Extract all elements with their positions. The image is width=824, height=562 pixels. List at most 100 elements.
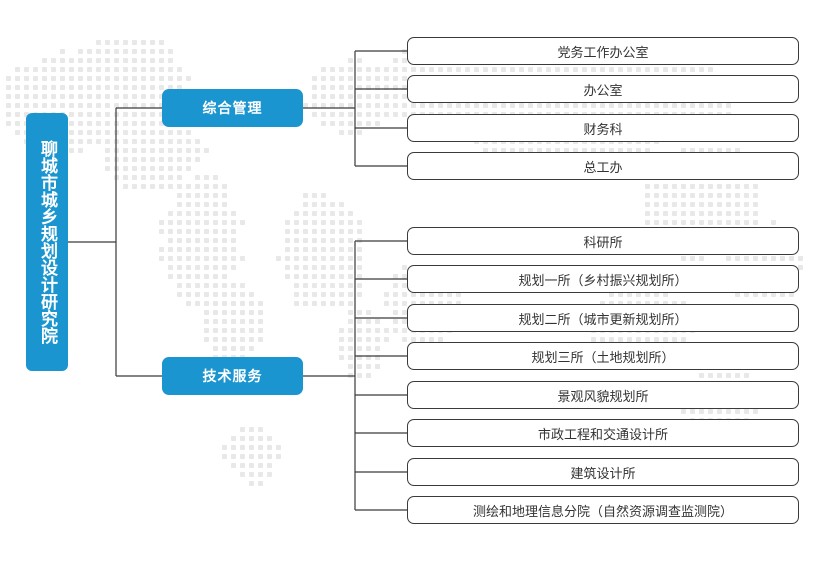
- map-dot: [132, 148, 137, 153]
- map-dot: [654, 103, 659, 108]
- map-dot: [645, 148, 650, 153]
- map-dot: [159, 58, 164, 63]
- category-node-management: 综合管理: [162, 89, 303, 127]
- map-dot: [393, 67, 398, 72]
- map-dot: [627, 337, 632, 342]
- map-dot: [6, 103, 11, 108]
- map-dot: [186, 220, 191, 225]
- map-dot: [330, 85, 335, 90]
- map-dot: [681, 202, 686, 207]
- map-dot: [348, 292, 353, 297]
- map-dot: [240, 319, 245, 324]
- map-dot: [231, 247, 236, 252]
- map-dot: [366, 328, 371, 333]
- map-dot: [195, 193, 200, 198]
- map-dot: [672, 184, 677, 189]
- map-dot: [591, 103, 596, 108]
- map-dot: [321, 238, 326, 243]
- map-dot: [105, 94, 110, 99]
- map-dot: [258, 301, 263, 306]
- map-dot: [744, 211, 749, 216]
- map-dot: [663, 193, 668, 198]
- map-dot: [231, 310, 236, 315]
- map-dot: [240, 220, 245, 225]
- map-dot: [15, 94, 20, 99]
- map-dot: [105, 139, 110, 144]
- map-dot: [222, 211, 227, 216]
- map-dot: [393, 94, 398, 99]
- map-dot: [348, 319, 353, 324]
- map-dot: [258, 319, 263, 324]
- map-dot: [789, 292, 794, 297]
- map-dot: [78, 121, 83, 126]
- map-dot: [600, 148, 605, 153]
- root-label: 聊城市城乡规划设计研究院: [37, 140, 57, 344]
- map-dot: [159, 67, 164, 72]
- map-dot: [231, 256, 236, 261]
- leaf-label: 党务工作办公室: [557, 45, 649, 61]
- map-dot: [105, 67, 110, 72]
- map-dot: [186, 148, 191, 153]
- map-dot: [330, 274, 335, 279]
- map-dot: [87, 67, 92, 72]
- map-dot: [168, 175, 173, 180]
- map-dot: [96, 94, 101, 99]
- map-dot: [303, 283, 308, 288]
- map-dot: [429, 337, 434, 342]
- map-dot: [24, 67, 29, 72]
- map-dot: [168, 49, 173, 54]
- map-dot: [339, 337, 344, 342]
- map-dot: [249, 292, 254, 297]
- map-dot: [150, 175, 155, 180]
- map-dot: [312, 103, 317, 108]
- map-dot: [663, 292, 668, 297]
- map-dot: [78, 76, 83, 81]
- map-dot: [222, 454, 227, 459]
- map-dot: [618, 292, 623, 297]
- map-dot: [285, 229, 290, 234]
- map-dot: [393, 103, 398, 108]
- map-dot: [357, 328, 362, 333]
- leaf-node: 测绘和地理信息分院（自然资源调查监测院）: [407, 496, 799, 524]
- map-dot: [15, 76, 20, 81]
- map-dot: [150, 112, 155, 117]
- map-dot: [492, 67, 497, 72]
- map-dot: [249, 310, 254, 315]
- map-dot: [159, 130, 164, 135]
- map-dot: [177, 76, 182, 81]
- map-dot: [177, 175, 182, 180]
- map-dot: [501, 148, 506, 153]
- map-dot: [285, 256, 290, 261]
- map-dot: [168, 76, 173, 81]
- map-dot: [429, 67, 434, 72]
- map-dot: [663, 211, 668, 216]
- map-dot: [654, 67, 659, 72]
- map-dot: [321, 121, 326, 126]
- map-dot: [312, 274, 317, 279]
- map-dot: [681, 193, 686, 198]
- map-dot: [231, 445, 236, 450]
- map-dot: [474, 103, 479, 108]
- map-dot: [339, 247, 344, 252]
- map-dot: [555, 67, 560, 72]
- map-dot: [348, 256, 353, 261]
- map-dot: [24, 85, 29, 90]
- map-dot: [690, 193, 695, 198]
- map-dot: [240, 256, 245, 261]
- map-dot: [303, 211, 308, 216]
- map-dot: [96, 130, 101, 135]
- map-dot: [150, 49, 155, 54]
- map-dot: [330, 112, 335, 117]
- map-dot: [204, 202, 209, 207]
- map-dot: [141, 85, 146, 90]
- map-dot: [384, 337, 389, 342]
- map-dot: [546, 103, 551, 108]
- map-dot: [348, 301, 353, 306]
- map-dot: [753, 256, 758, 261]
- map-dot: [339, 220, 344, 225]
- map-dot: [690, 103, 695, 108]
- map-dot: [645, 211, 650, 216]
- map-dot: [141, 184, 146, 189]
- map-dot: [366, 103, 371, 108]
- map-dot: [114, 76, 119, 81]
